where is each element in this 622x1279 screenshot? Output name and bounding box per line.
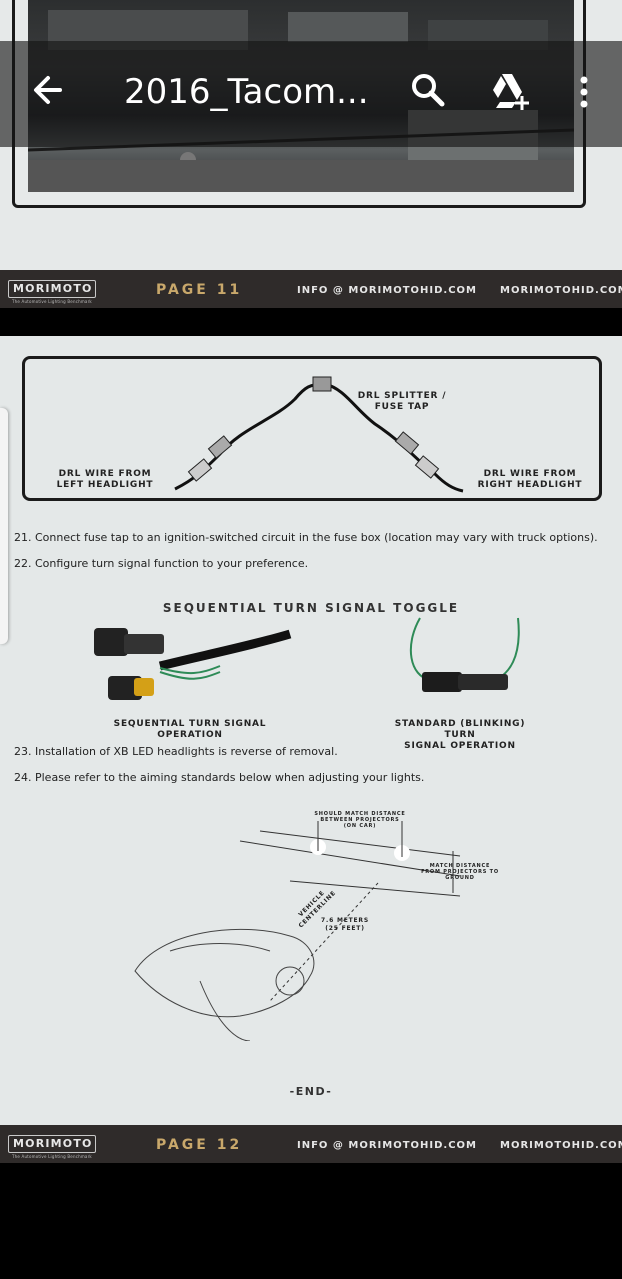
step-21: 21. Connect fuse tap to an ignition-swit… — [14, 531, 598, 544]
end-label: -END- — [289, 1085, 333, 1098]
distance-label: 7.6 METERS(25 FEET) — [321, 917, 369, 932]
info-email: INFO @ MORIMOTOHID.COM — [297, 285, 478, 296]
logo-tagline: The Automotive Lighting Benchmark — [12, 1154, 92, 1159]
page-footer: MORIMOTO The Automotive Lighting Benchma… — [0, 270, 622, 308]
sequential-label: SEQUENTIAL TURN SIGNAL OPERATION — [113, 719, 267, 740]
more-vert-icon[interactable] — [572, 72, 596, 112]
website: MORIMOTOHID.COM — [500, 1140, 622, 1151]
arrow-back-icon[interactable] — [30, 66, 70, 114]
morimoto-logo: MORIMOTO — [8, 1135, 96, 1153]
scrollbar-handle[interactable] — [0, 408, 8, 644]
standard-connector-image — [400, 616, 520, 696]
sequential-connector-image — [90, 616, 300, 706]
search-icon[interactable] — [408, 70, 448, 114]
page-number: PAGE 12 — [156, 1137, 243, 1153]
website: MORIMOTOHID.COM — [500, 285, 622, 296]
add-to-drive-icon[interactable] — [488, 72, 532, 112]
morimoto-logo: MORIMOTO — [8, 280, 96, 298]
document-title: 2016_Tacom... — [124, 72, 369, 112]
page-footer: MORIMOTO The Automotive Lighting Benchma… — [0, 1125, 622, 1163]
page-number: PAGE 11 — [156, 282, 243, 298]
logo-tagline: The Automotive Lighting Benchmark — [12, 299, 92, 304]
step-23: 23. Installation of XB LED headlights is… — [14, 745, 338, 758]
splitter-label: DRL SPLITTER /FUSE TAP — [357, 391, 447, 412]
info-email: INFO @ MORIMOTOHID.COM — [297, 1140, 478, 1151]
step-24: 24. Please refer to the aiming standards… — [14, 771, 425, 784]
step-22: 22. Configure turn signal function to yo… — [14, 557, 309, 570]
toggle-title: SEQUENTIAL TURN SIGNAL TOGGLE — [162, 601, 460, 615]
